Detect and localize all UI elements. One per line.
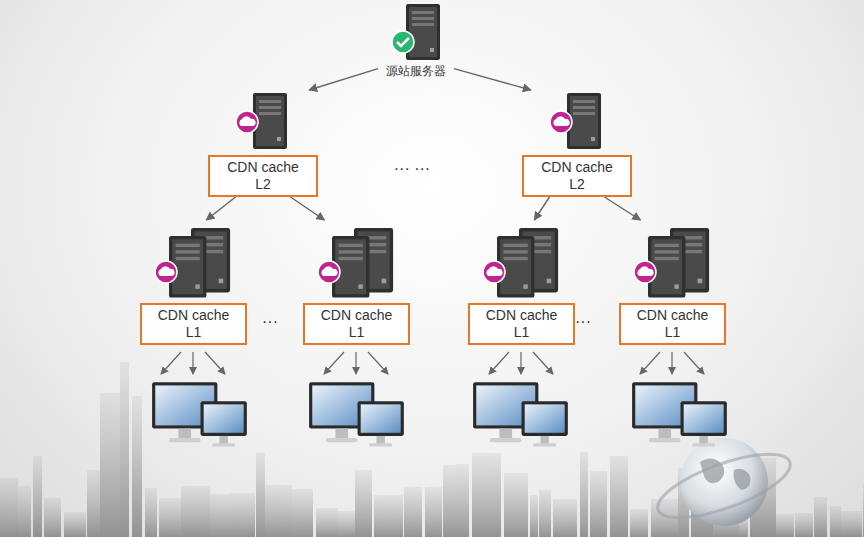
building (504, 473, 528, 537)
node-label: CDN cache L2 (223, 159, 303, 193)
building (64, 512, 86, 537)
building (425, 487, 442, 537)
building (530, 495, 538, 537)
building (841, 511, 862, 537)
cache-box: CDN cache L1 (303, 303, 410, 345)
building (100, 393, 120, 537)
building (863, 484, 864, 537)
client-arrow (192, 352, 193, 374)
building (814, 497, 827, 537)
building (159, 498, 181, 537)
cdn-cache-node: CDN cache L1 (468, 222, 575, 345)
building (265, 485, 292, 537)
building (374, 495, 403, 537)
client-computers (152, 382, 727, 446)
ellipsis-label: ··· ··· (394, 160, 430, 178)
ellipsis-label: ··· (262, 313, 278, 331)
connector-arrow (454, 69, 531, 90)
building (145, 488, 157, 537)
node-label: 源站服务器 (386, 63, 446, 80)
origin-server: 源站服务器 (370, 4, 462, 80)
building (256, 453, 265, 537)
building (456, 464, 469, 537)
cache-box: CDN cache L1 (619, 303, 726, 345)
building (316, 508, 338, 537)
node-label: CDN cache L1 (482, 307, 562, 341)
connector-arrow (206, 197, 235, 220)
building (132, 396, 142, 537)
cache-box: CDN cache L2 (522, 155, 632, 197)
building (0, 478, 18, 537)
globe (651, 438, 798, 531)
client-arrow (520, 352, 521, 374)
building (44, 498, 61, 537)
building (210, 494, 230, 537)
city-skyline (0, 362, 864, 537)
building (230, 493, 255, 537)
cdn-cache-node: CDN cache L1 (303, 222, 410, 345)
building (630, 509, 648, 537)
cdn-cache-node: CDN cache L1 (140, 222, 247, 345)
building (795, 513, 813, 537)
building (355, 470, 372, 537)
client-arrows (161, 352, 704, 374)
building (830, 506, 841, 537)
node-label: CDN cache L1 (633, 307, 713, 341)
cdn-server-pair-icon (312, 222, 402, 298)
cache-box: CDN cache L1 (140, 303, 247, 345)
cdn-cache-node: CDN cache L2 (522, 92, 632, 197)
connector-arrow (309, 69, 378, 90)
connector-arrow (605, 197, 641, 220)
building (338, 511, 355, 537)
client-arrow (640, 352, 660, 374)
node-label: CDN cache L2 (537, 159, 617, 193)
cdn-server-pair-icon (149, 222, 239, 298)
client-arrow (368, 352, 388, 374)
building (292, 489, 313, 537)
building (580, 452, 588, 537)
client-arrow (205, 352, 225, 374)
cache-box: CDN cache L2 (208, 155, 318, 197)
origin-server-icon (386, 4, 446, 62)
client-arrow (324, 352, 344, 374)
cdn-server-icon (545, 92, 609, 150)
node-label: CDN cache L1 (317, 307, 397, 341)
client-arrow (489, 352, 509, 374)
building (443, 465, 456, 537)
cdn-server-pair-icon (628, 222, 718, 298)
connector-arrow (534, 197, 549, 220)
building (120, 362, 129, 537)
building (404, 487, 422, 537)
connector-arrow (291, 197, 325, 220)
ellipsis-label: ··· (575, 313, 591, 331)
cdn-server-pair-icon (477, 222, 567, 298)
building (33, 456, 42, 537)
client-arrow (684, 352, 704, 374)
client-arrow (355, 352, 356, 374)
client-arrow (533, 352, 553, 374)
node-label: CDN cache L1 (154, 307, 234, 341)
cdn-cache-node: CDN cache L1 (619, 222, 726, 345)
building (18, 486, 31, 537)
building (87, 470, 100, 537)
client-arrow (161, 352, 181, 374)
building (181, 486, 210, 537)
building (776, 514, 794, 537)
client-arrow (671, 352, 672, 374)
building (472, 453, 501, 537)
building (553, 499, 577, 537)
cdn-server-icon (231, 92, 295, 150)
cdn-cache-node: CDN cache L2 (208, 92, 318, 197)
building (539, 490, 551, 537)
building (590, 471, 607, 537)
building (610, 456, 628, 537)
cache-box: CDN cache L1 (468, 303, 575, 345)
